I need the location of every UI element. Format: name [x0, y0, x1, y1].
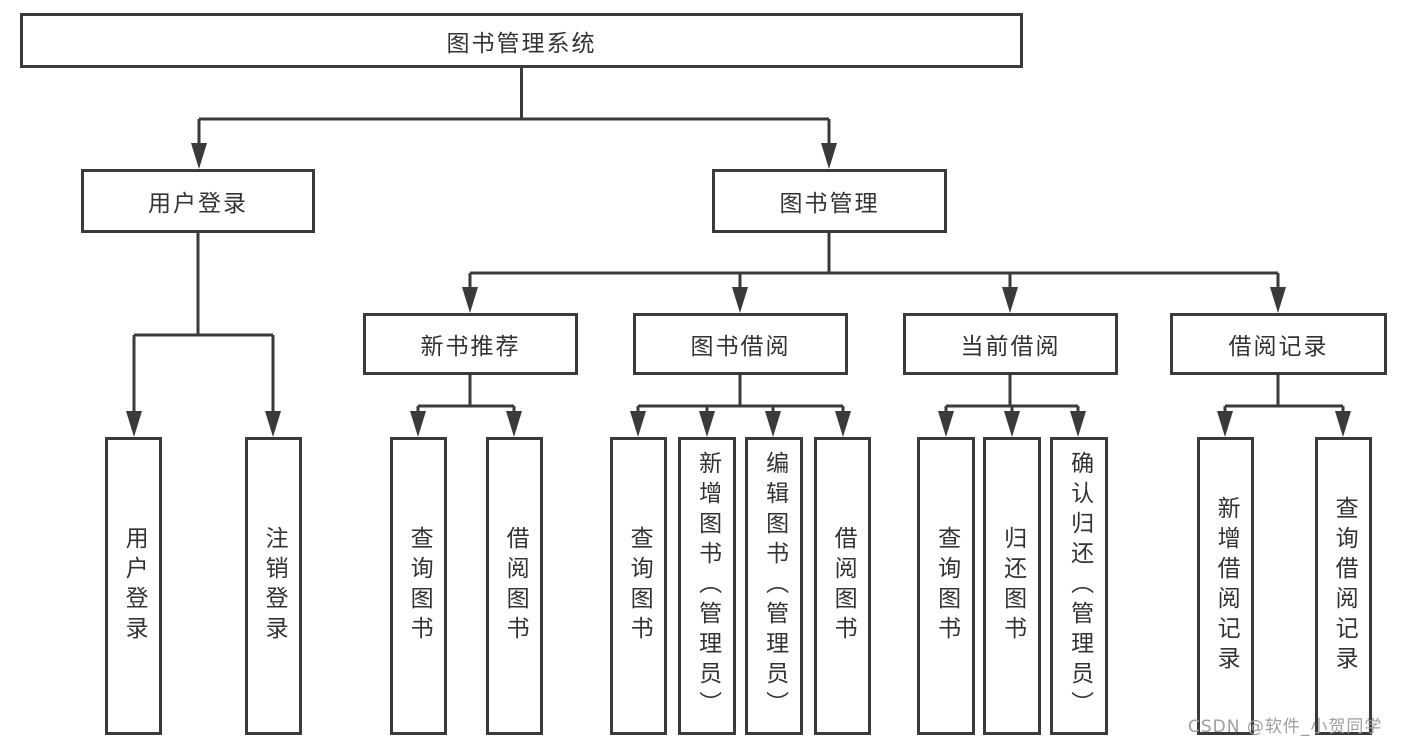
leaf-borrow-add-books-label: 新增图书（管理员）	[694, 451, 721, 721]
node-new-book-recommend: 新书推荐	[363, 313, 578, 375]
leaf-rec-query-books-label: 查询图书	[406, 526, 433, 646]
connector-rec-group	[416, 375, 516, 413]
leaf-borrow-borrow-books: 借阅图书	[814, 437, 871, 735]
connector-mgmt-to-level3	[468, 233, 1280, 289]
leaf-rec-borrow-books-label: 借阅图书	[502, 526, 529, 646]
leaf-current-return-books: 归还图书	[983, 437, 1041, 735]
leaf-borrow-edit-books-label: 编辑图书（管理员）	[761, 451, 788, 721]
node-book-borrow: 图书借阅	[633, 313, 848, 375]
node-book-borrow-label: 图书借阅	[690, 334, 791, 360]
node-borrow-records-label: 借阅记录	[1228, 334, 1329, 360]
leaf-logout-label: 注销登录	[261, 526, 288, 646]
node-borrow-records: 借阅记录	[1170, 313, 1387, 375]
leaf-borrow-add-books: 新增图书（管理员）	[678, 437, 736, 735]
csdn-watermark: CSDN @软件_小贺同学	[1188, 717, 1383, 737]
leaf-records-query-record: 查询借阅记录	[1315, 437, 1372, 735]
node-book-management-label: 图书管理	[779, 191, 880, 217]
connector-records-group	[1223, 375, 1345, 413]
leaf-records-query-record-label: 查询借阅记录	[1331, 496, 1358, 676]
leaf-current-query-books-label: 查询图书	[933, 526, 960, 646]
node-new-book-recommend-label: 新书推荐	[420, 334, 521, 360]
leaf-current-confirm-return: 确认归还（管理员）	[1050, 437, 1108, 735]
leaf-borrow-query-books: 查询图书	[610, 437, 667, 735]
connector-login-to-leaves	[132, 233, 275, 413]
leaf-user-login: 用户登录	[105, 437, 162, 735]
leaf-logout: 注销登录	[245, 437, 302, 735]
leaf-borrow-borrow-books-label: 借阅图书	[830, 526, 857, 646]
leaf-records-add-record: 新增借阅记录	[1197, 437, 1254, 735]
node-book-management: 图书管理	[712, 169, 947, 233]
connector-borrow-group	[636, 375, 845, 413]
node-user-login: 用户登录	[81, 169, 315, 233]
leaf-rec-borrow-books: 借阅图书	[486, 437, 543, 735]
connector-root-to-level2	[197, 68, 831, 145]
leaf-current-query-books: 查询图书	[917, 437, 975, 735]
node-current-borrow: 当前借阅	[903, 313, 1118, 375]
node-current-borrow-label: 当前借阅	[960, 334, 1061, 360]
leaf-borrow-edit-books: 编辑图书（管理员）	[745, 437, 803, 735]
leaf-user-login-label: 用户登录	[121, 526, 148, 646]
node-user-login-label: 用户登录	[148, 191, 248, 217]
connector-current-group	[944, 375, 1080, 413]
leaf-rec-query-books: 查询图书	[390, 437, 447, 735]
node-root-system: 图书管理系统	[20, 13, 1023, 68]
leaf-current-return-books-label: 归还图书	[999, 526, 1026, 646]
arrowheads	[126, 143, 1351, 437]
leaf-borrow-query-books-label: 查询图书	[626, 526, 653, 646]
leaf-current-confirm-return-label: 确认归还（管理员）	[1066, 451, 1093, 721]
leaf-records-add-record-label: 新增借阅记录	[1213, 496, 1240, 676]
node-root-label: 图书管理系统	[446, 30, 597, 57]
